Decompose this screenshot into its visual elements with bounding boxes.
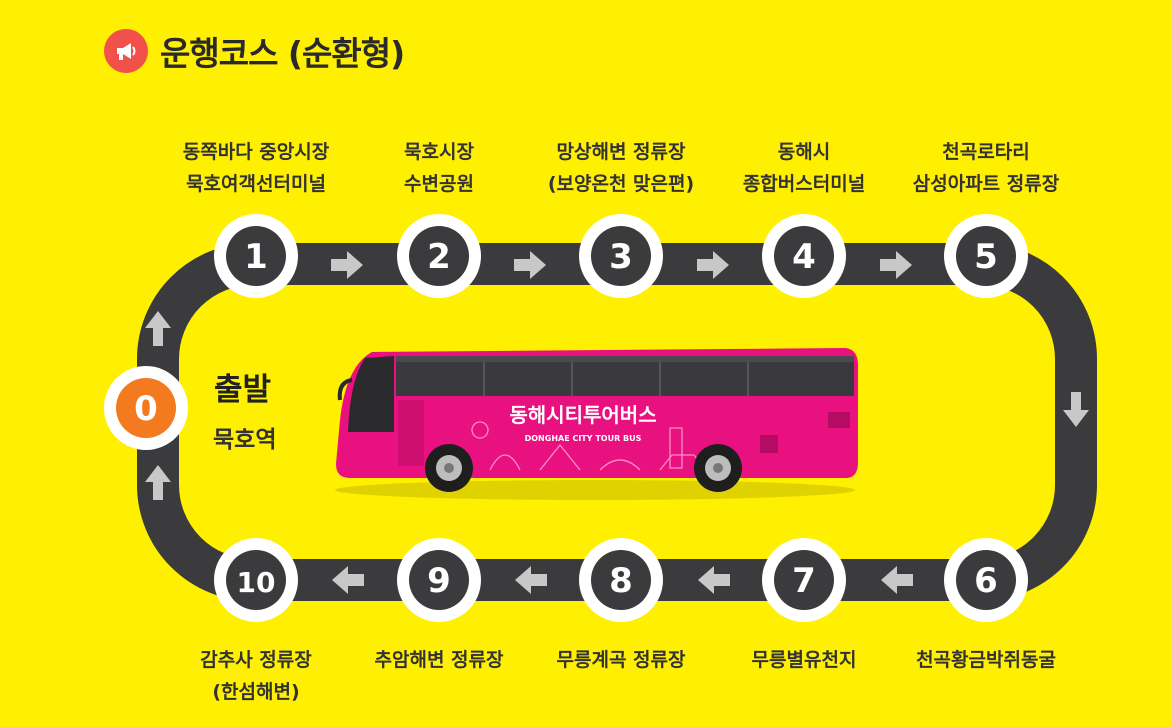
- arrow-right-3: [697, 251, 729, 279]
- stop-node-9-number: 9: [427, 561, 451, 601]
- megaphone-icon: [104, 29, 148, 73]
- stop-label-10: 감추사 정류장 (한섬해변): [136, 644, 376, 708]
- stop-nodes: 1 2 3 4 5 6 7 8 9 10 0: [104, 214, 1028, 622]
- stop-label-line: (보양온천 맞은편): [547, 173, 695, 195]
- arrow-up-1: [145, 311, 171, 346]
- stop-node-7: 7: [762, 538, 846, 622]
- stop-label-line: 천곡황금박쥐동굴: [916, 649, 1056, 671]
- stop-node-1: 1: [214, 214, 298, 298]
- start-node-number: 0: [134, 389, 158, 429]
- stop-label-line: 천곡로타리: [942, 141, 1030, 163]
- stop-node-4-number: 4: [792, 237, 816, 277]
- tour-bus: 동해시티투어버스 DONGHAE CITY TOUR BUS: [335, 348, 858, 500]
- arrow-right-2: [514, 251, 546, 279]
- stop-label-9: 추암해변 정류장: [319, 644, 559, 676]
- arrows-bottom: [332, 566, 913, 594]
- stop-label-line: 감추사 정류장: [200, 649, 312, 671]
- arrows-top: [331, 251, 912, 279]
- stop-node-5: 5: [944, 214, 1028, 298]
- stop-label-line: 묵호여객선터미널: [186, 173, 326, 195]
- stop-label-line: 무릉계곡 정류장: [556, 649, 686, 671]
- stop-node-4: 4: [762, 214, 846, 298]
- stop-node-5-number: 5: [974, 237, 998, 277]
- stop-node-10: 10: [214, 538, 298, 622]
- stop-node-10-number: 10: [237, 566, 276, 599]
- arrow-up-2: [145, 465, 171, 500]
- stop-node-8-number: 8: [609, 561, 633, 601]
- stop-node-7-number: 7: [792, 561, 816, 601]
- stop-label-line: 무릉별유천지: [751, 649, 857, 671]
- stop-label-7: 무릉별유천지: [684, 644, 924, 676]
- stop-label-line: (한섬해변): [212, 681, 300, 703]
- arrow-left-1: [881, 566, 913, 594]
- page-title: 운행코스 (순환형): [160, 34, 405, 73]
- stop-label-3: 망상해변 정류장 (보양온천 맞은편): [501, 136, 741, 200]
- stop-label-line: 동쪽바다 중앙시장: [182, 141, 330, 163]
- stop-node-2-number: 2: [427, 237, 451, 277]
- start-title: 출발: [214, 372, 272, 408]
- arrow-right-4: [880, 251, 912, 279]
- bus-name-en: DONGHAE CITY TOUR BUS: [525, 434, 642, 443]
- stop-label-line: 묵호시장: [404, 141, 474, 163]
- header: 운행코스 (순환형): [104, 26, 405, 76]
- start-station: 묵호역: [213, 427, 277, 453]
- stop-label-line: 동해시: [777, 141, 831, 163]
- stop-label-line: 수변공원: [404, 173, 474, 195]
- stop-label-line: 삼성아파트 정류장: [912, 173, 1060, 195]
- stop-node-6-number: 6: [974, 561, 998, 601]
- arrow-right-1: [331, 251, 363, 279]
- arrows-left-side: [145, 311, 171, 500]
- stop-label-8: 무릉계곡 정류장: [501, 644, 741, 676]
- arrow-down: [1063, 392, 1089, 427]
- arrow-left-3: [515, 566, 547, 594]
- bus-name: 동해시티투어버스: [509, 403, 656, 427]
- stop-node-3: 3: [579, 214, 663, 298]
- stop-label-6: 천곡황금박쥐동굴: [866, 644, 1106, 676]
- stop-label-line: 종합버스터미널: [742, 173, 866, 195]
- stop-label-line: 망상해변 정류장: [556, 141, 686, 163]
- arrow-left-2: [698, 566, 730, 594]
- stop-node-3-number: 3: [609, 237, 633, 277]
- stop-node-1-number: 1: [244, 237, 268, 277]
- stop-node-6: 6: [944, 538, 1028, 622]
- start-node: 0: [104, 366, 188, 450]
- stop-node-9: 9: [397, 538, 481, 622]
- arrow-left-4: [332, 566, 364, 594]
- stop-node-8: 8: [579, 538, 663, 622]
- stop-node-2: 2: [397, 214, 481, 298]
- stop-label-line: 추암해변 정류장: [374, 649, 504, 671]
